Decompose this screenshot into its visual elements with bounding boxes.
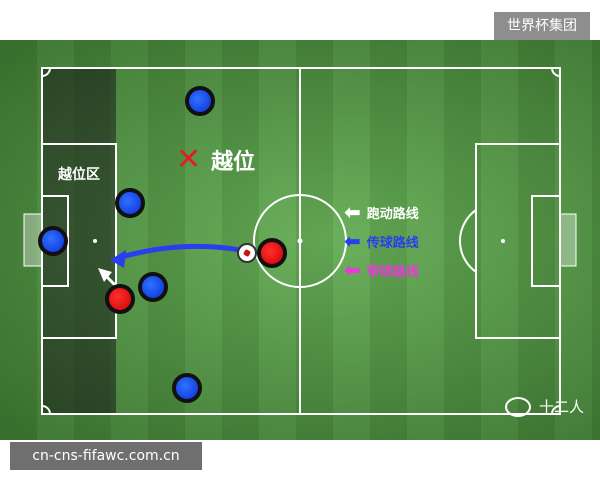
brand-label: 世界杯集团: [494, 12, 590, 40]
center-spot: [297, 238, 303, 244]
pass-arrow-line: [117, 243, 241, 261]
defender-player: [115, 188, 145, 218]
right-penalty-spot: [501, 239, 505, 243]
attacker-passer-player: [257, 238, 287, 268]
pitch-lines: [23, 67, 577, 415]
pass-arrow-head: [110, 250, 126, 268]
offside-zone-label: 越位区: [58, 167, 100, 183]
legend-pass: ⬅ 传球路线: [344, 231, 419, 251]
left-arrow-icon: ⬅: [344, 229, 361, 253]
right-goal-net: [559, 213, 577, 267]
offside-marker: ✕ 越位: [176, 144, 255, 176]
watermark: 十二人: [504, 396, 584, 417]
center-circle: [253, 194, 347, 288]
left-arrow-icon: ⬅: [344, 258, 361, 282]
defender-player: [185, 86, 215, 116]
cross-icon: ✕: [176, 142, 202, 177]
defender-player: [138, 272, 168, 302]
wechat-icon: [504, 396, 531, 417]
football-ball: [237, 243, 257, 263]
attacker-offside-player: [105, 284, 135, 314]
run-arrow-head: [98, 268, 112, 282]
legend-run-label: 跑动路线: [366, 206, 419, 222]
left-penalty-spot: [93, 239, 97, 243]
source-url: cn-cns-fifawc.com.cn: [10, 442, 202, 470]
defender-player: [172, 373, 202, 403]
legend-dribble-label: 带球路线: [366, 264, 419, 280]
right-penalty-box: [475, 143, 561, 339]
legend-pass-label: 传球路线: [366, 235, 419, 251]
watermark-text: 十二人: [538, 398, 584, 416]
right-goal-area: [531, 195, 561, 287]
legend-dribble: ⬅ 带球路线: [344, 260, 419, 280]
offside-mark-text: 越位: [211, 150, 256, 175]
football-pitch: 越位区: [0, 40, 600, 440]
left-arrow-icon: ⬅: [344, 200, 361, 224]
goalkeeper-player: [38, 226, 68, 256]
right-penalty-arc: [459, 209, 477, 273]
legend-run: ⬅ 跑动路线: [344, 202, 419, 222]
